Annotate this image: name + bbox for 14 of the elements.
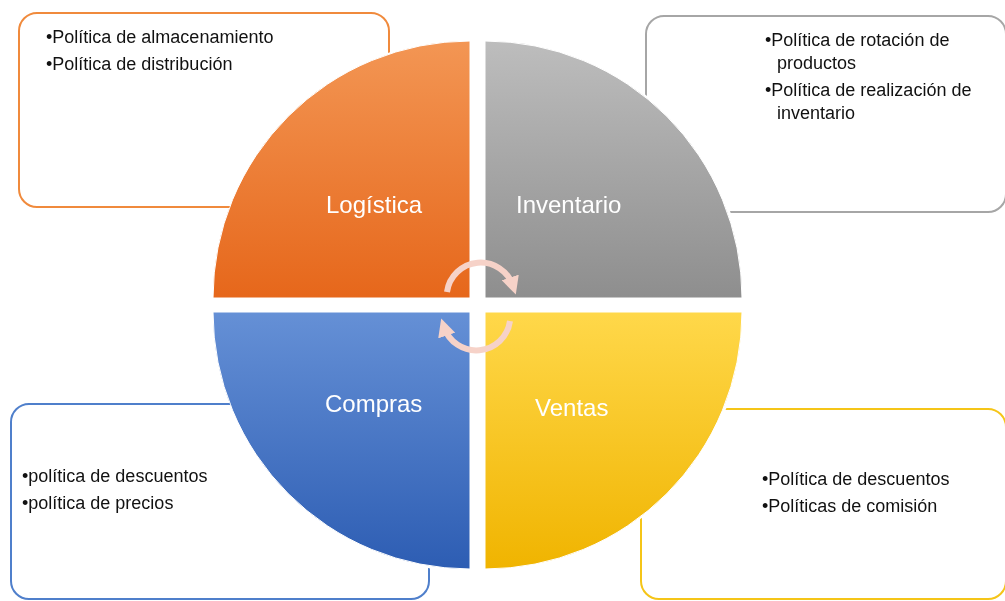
- segment-label: Inventario: [516, 191, 622, 219]
- bullet-item: •Política de distribución: [46, 53, 234, 76]
- bullet-item: •política de precios: [22, 492, 175, 515]
- curved-arrow: [444, 259, 518, 295]
- curved-arrow: [439, 318, 513, 354]
- segment-label: Compras: [325, 390, 423, 418]
- segment-label: Ventas: [535, 394, 609, 422]
- bullet-item: •Política de realización de inventario: [765, 79, 973, 125]
- bullet-item: •Política de almacenamiento: [46, 26, 275, 49]
- bullet-item: •Políticas de comisión: [762, 495, 939, 518]
- segment-label: Logística: [326, 191, 423, 219]
- bullet-item: •Política de rotación de productos: [765, 29, 951, 75]
- bullet-item: •Política de descuentos: [762, 468, 951, 491]
- bullet-item: •política de descuentos: [22, 465, 209, 488]
